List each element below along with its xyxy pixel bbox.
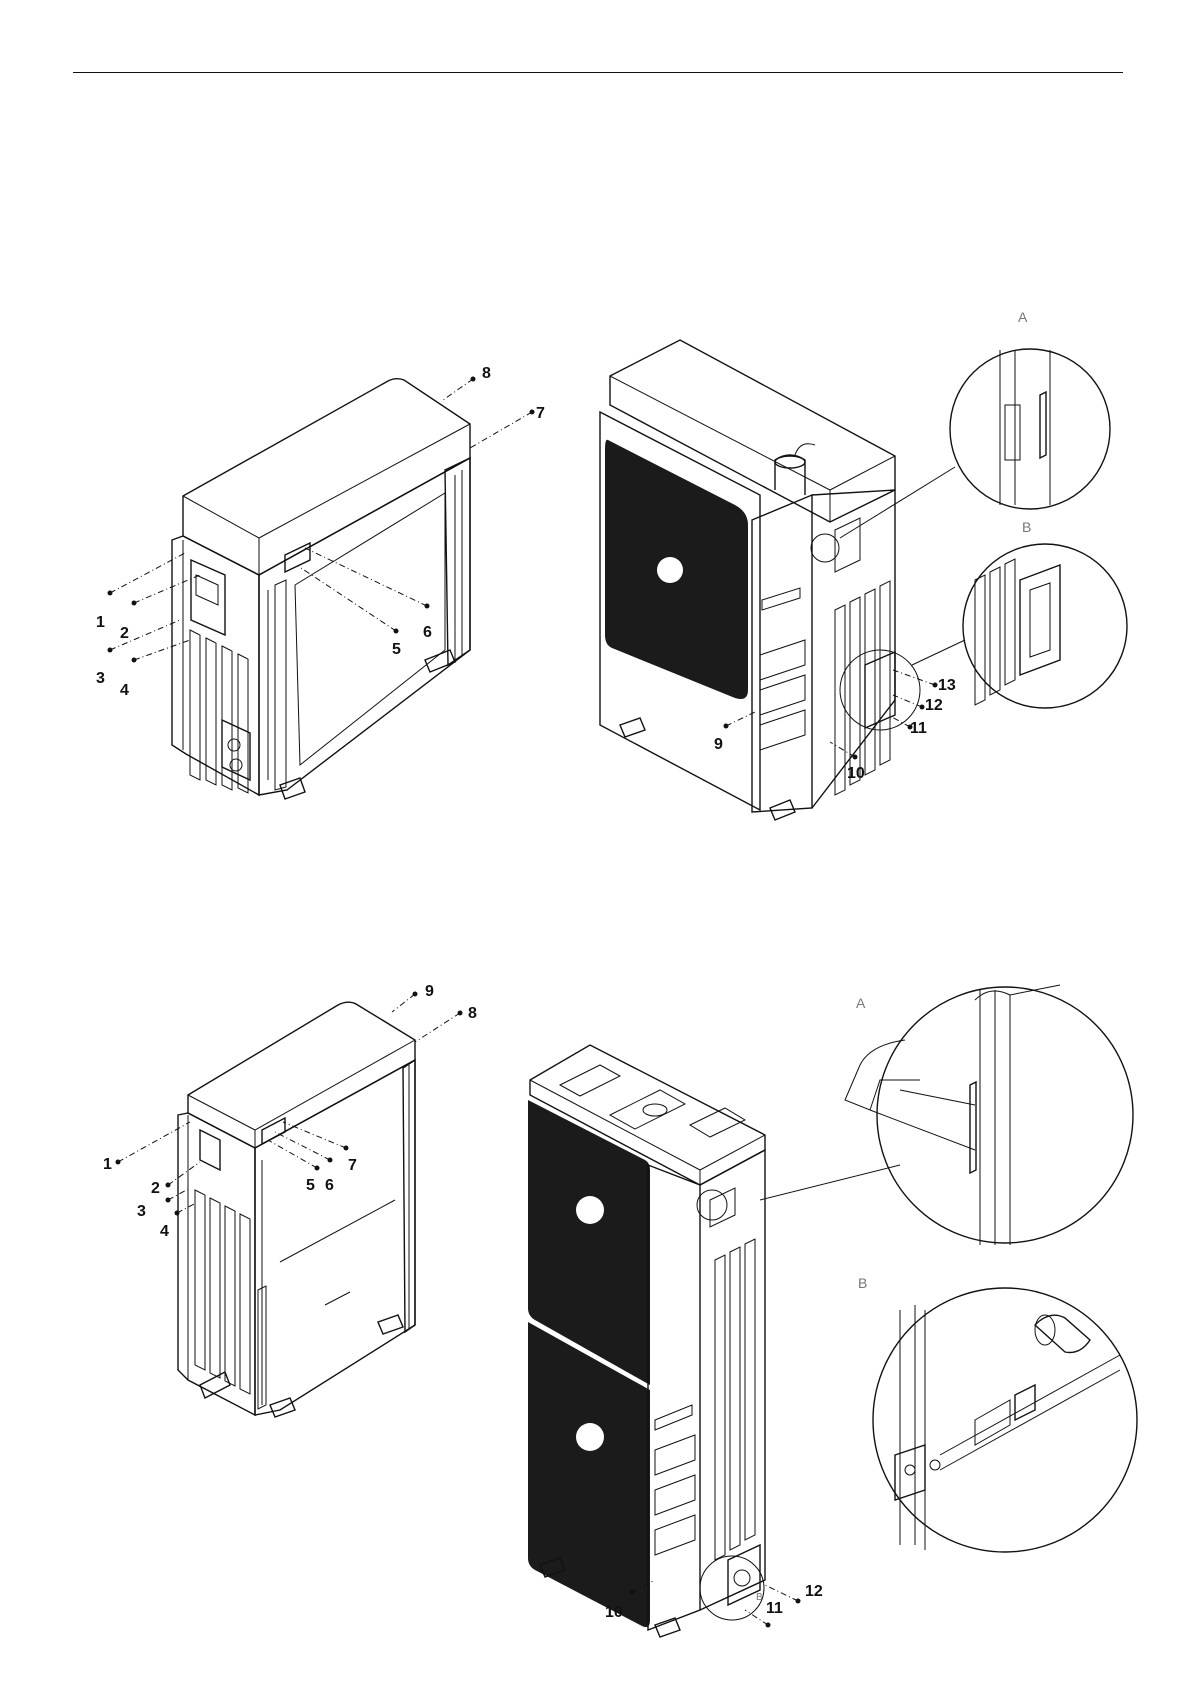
- top-right-unit: [600, 340, 920, 820]
- bottom-detail-b: [873, 1288, 1137, 1552]
- callout-7: 7: [348, 1157, 357, 1174]
- callout-10: 10: [847, 765, 865, 782]
- bottom-right-unit: [528, 1045, 765, 1637]
- top-right-callouts: A B 9 10 11 12 13: [714, 309, 1031, 782]
- callout-9: 9: [425, 983, 434, 1000]
- callout-7: 7: [536, 405, 545, 422]
- bottom-left-unit: [178, 1002, 415, 1417]
- callout-3: 3: [96, 670, 105, 687]
- detail-label-a: A: [856, 995, 866, 1011]
- callout-11: 11: [910, 720, 927, 737]
- detail-label-b: B: [1022, 519, 1031, 535]
- callout-11: 11: [766, 1600, 783, 1617]
- callout-1: 1: [103, 1156, 112, 1173]
- callout-1: 1: [96, 614, 105, 631]
- callout-5: 5: [392, 641, 401, 658]
- top-left-unit: [172, 379, 470, 799]
- top-left-callouts: 1 2 3 4 5 6 7 8: [96, 365, 545, 699]
- callout-9: 9: [714, 736, 723, 753]
- callout-3: 3: [137, 1203, 146, 1220]
- callout-10: 10: [605, 1604, 623, 1621]
- small-detail-mark-b: B: [756, 1592, 763, 1603]
- top-detail-a: [840, 349, 1110, 538]
- callout-2: 2: [120, 625, 129, 642]
- callout-2: 2: [151, 1180, 160, 1197]
- callout-6: 6: [423, 624, 432, 641]
- callout-13: 13: [938, 677, 956, 694]
- callout-12: 12: [925, 697, 943, 714]
- callout-4: 4: [120, 682, 129, 699]
- callout-4: 4: [160, 1223, 169, 1240]
- callout-5: 5: [306, 1177, 315, 1194]
- detail-label-b: B: [858, 1275, 867, 1291]
- callout-8: 8: [482, 365, 491, 382]
- top-right-leaders: [724, 670, 938, 760]
- callout-6: 6: [325, 1177, 334, 1194]
- callout-12: 12: [805, 1583, 823, 1600]
- detail-label-a: A: [1018, 309, 1028, 325]
- bottom-detail-a: [760, 985, 1133, 1245]
- bottom-left-callouts: 1 2 3 4 5 6 7 8 9: [103, 983, 477, 1240]
- bottom-left-leaders: [116, 992, 463, 1216]
- callout-8: 8: [468, 1005, 477, 1022]
